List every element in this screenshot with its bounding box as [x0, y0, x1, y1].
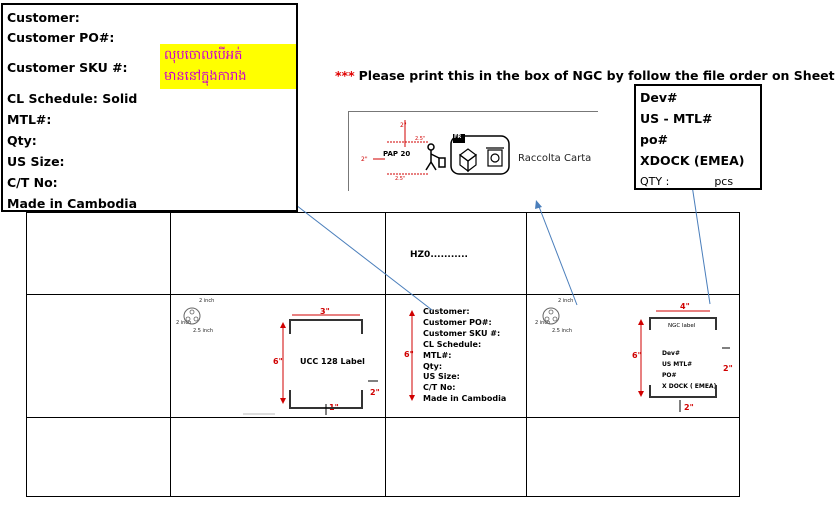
grid-divider [170, 213, 171, 496]
info-us-size: US Size: [7, 154, 65, 169]
center-field: Customer SKU #: [423, 328, 501, 338]
dim-2-5-top: 2.5" [415, 136, 426, 142]
ngc-us-mtl: US - MTL# [640, 111, 713, 126]
instruction-stars: *** [335, 68, 355, 83]
dim-top: 2 inch [199, 298, 215, 304]
info-qty: Qty: [7, 133, 37, 148]
box-icon [459, 148, 477, 173]
info-cl-schedule: CL Schedule: Solid [7, 91, 138, 106]
recycle-badge-icon [450, 135, 510, 175]
grid-divider [526, 213, 527, 496]
print-instruction: ***Please print this in the box of NGC b… [335, 68, 836, 83]
ngc-label-field: X DOCK ( EMEA) [662, 383, 717, 390]
ngc-label-field: US MTL# [662, 361, 693, 368]
dim-top: 2 inch [558, 298, 574, 304]
center-field: CL Schedule: [423, 339, 482, 349]
ucc-right-dim: 2" [370, 388, 380, 397]
ucc-label-frame [289, 319, 363, 409]
ngc-qty-unit: pcs [714, 175, 734, 188]
ucc-width-dim: 3" [320, 307, 330, 316]
ngc-label-fields: Dev# US MTL# PO# X DOCK ( EMEA) [662, 348, 716, 392]
ngc-qty: QTY : pcs [640, 175, 733, 188]
grid-divider [27, 294, 739, 295]
recycle-caption: Raccolta Carta [518, 153, 592, 164]
grid-divider [385, 213, 386, 496]
ngc-dev: Dev# [640, 90, 678, 105]
dim-2-5-bottom: 2.5" [395, 176, 406, 182]
ngc-bottom-dim: 2" [684, 403, 694, 412]
layout-grid [26, 212, 740, 497]
customer-info-box: Customer: Customer PO#: Customer SKU #: … [1, 3, 298, 212]
info-made-in: Made in Cambodia [7, 196, 138, 211]
ngc-xdock: XDOCK (EMEA) [640, 153, 745, 168]
ngc-qty-label: QTY : [640, 175, 670, 188]
center-field: Qty: [423, 361, 443, 371]
center-field: C/T No: [423, 383, 456, 393]
khmer-note-line: លុបចោលបើអត់ [164, 48, 243, 63]
ngc-label-field: PO# [662, 372, 677, 379]
small-recycle-icon [542, 307, 560, 325]
grid-divider [27, 417, 739, 418]
center-height-dim: 6" [404, 350, 414, 359]
ngc-info-box: Dev# US - MTL# po# XDOCK (EMEA) QTY : pc… [634, 84, 762, 190]
ucc-height-dim: 6" [273, 357, 283, 366]
info-customer-sku: Customer SKU #: [7, 60, 128, 75]
fr-badge: FR [454, 134, 462, 140]
center-field: MTL#: [423, 350, 452, 360]
center-field: Customer: [423, 307, 470, 316]
info-customer: Customer: [7, 10, 80, 25]
recycle-person-icon [425, 143, 446, 171]
khmer-note-line: មាននៅក្នុងការាង [164, 69, 247, 84]
ucc-label-text: UCC 128 Label [300, 357, 365, 366]
center-field: Made in Cambodia [423, 394, 507, 404]
recycle-label-image: PAP 20 FR Raccolta Carta 2" 2" 2.5" 2.5" [348, 111, 598, 191]
recycle-label-drawing [373, 120, 510, 175]
dim-side: 2 inch [176, 320, 192, 326]
ngc-label-frame [649, 317, 717, 398]
dim-side: 2 inch [535, 320, 551, 326]
khmer-note: លុបចោលបើអត់ មាននៅក្នុងការាង [160, 44, 296, 89]
center-field-list: Customer: Customer PO#: Customer SKU #: … [423, 307, 506, 405]
ngc-height-dim: 6" [632, 351, 642, 360]
dim-bottom: 2.5 inch [552, 328, 573, 334]
dim-2-top: 2" [400, 122, 407, 129]
hz-code: HZ0........... [410, 250, 468, 260]
ngc-label-field: Dev# [662, 350, 680, 357]
small-recycle-icon [183, 307, 201, 325]
ngc-po: po# [640, 132, 669, 147]
ngc-width-dim: 4" [680, 302, 690, 311]
center-field: Customer PO#: [423, 317, 492, 327]
instruction-text: Please print this in the box of NGC by f… [358, 68, 836, 83]
info-ct-no: C/T No: [7, 175, 58, 190]
dim-bottom: 2.5 inch [193, 328, 214, 334]
info-mtl: MTL#: [7, 112, 52, 127]
ngc-label-title: NGC label [668, 323, 696, 329]
ngc-right-dim: 2" [723, 364, 733, 373]
pap-code: PAP 20 [383, 150, 411, 158]
center-field: US Size: [423, 372, 460, 382]
bin-icon [486, 147, 504, 167]
info-customer-po: Customer PO#: [7, 30, 115, 45]
dim-2-left: 2" [361, 156, 368, 163]
